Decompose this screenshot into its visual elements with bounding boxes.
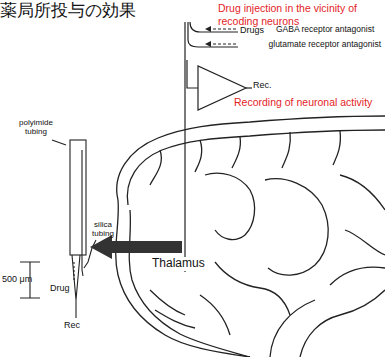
region-label: Thalamus xyxy=(150,257,207,271)
note-text: Drug injection in the vicinity of xyxy=(218,2,357,14)
figure-title: 薬局所投与の効果 xyxy=(0,1,136,21)
amplifier-label: Rec. xyxy=(253,80,272,90)
part-label: Rec xyxy=(64,320,80,330)
dimension: 500 μm xyxy=(2,274,32,284)
flow-label: Drug xyxy=(50,283,70,293)
part-label: silica tubing xyxy=(88,220,118,238)
cannula-inset xyxy=(20,140,96,318)
drug-label: Drugs xyxy=(240,25,264,35)
drug-name: GABA receptor antagonist xyxy=(276,25,374,35)
electrode xyxy=(185,22,252,272)
part-label: polyimide tubing xyxy=(14,118,58,136)
pointer-arrow xyxy=(90,235,182,259)
note-text: Recording of neuronal activity xyxy=(234,96,372,108)
brain-section xyxy=(116,116,385,357)
drug-name: glutamate receptor antagonist xyxy=(269,40,381,50)
drug-flow-arrows xyxy=(206,29,236,44)
